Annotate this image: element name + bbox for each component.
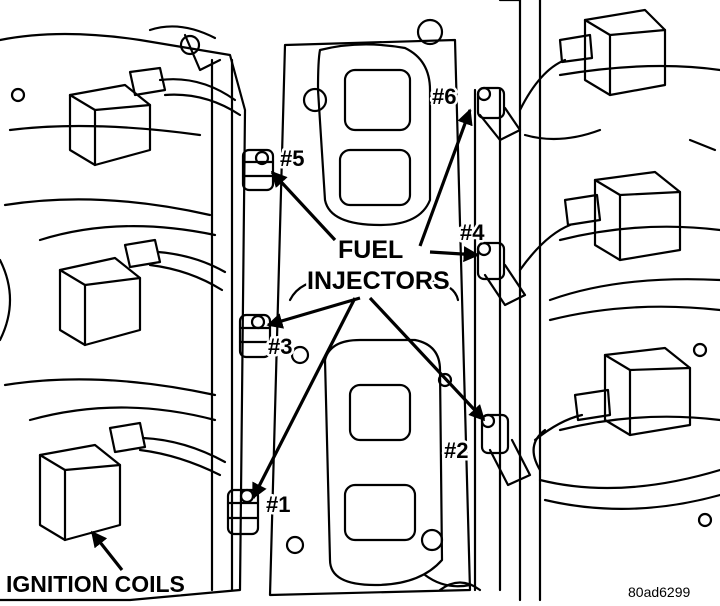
label-injector-5: #5	[280, 146, 304, 171]
label-ignition-coils: IGNITION COILS	[6, 571, 185, 597]
arrow-to-injector-3	[266, 296, 361, 329]
label-injector-3: #3	[268, 334, 292, 359]
arrow-to-injector-1	[251, 297, 357, 500]
figure-code: 80ad6299	[628, 584, 691, 600]
labels: #6 #5 #4 #3 #2 #1 FUEL INJECTORS IGNITIO…	[4, 82, 694, 603]
label-injectors: INJECTORS	[307, 267, 450, 295]
label-injector-6: #6	[432, 84, 456, 109]
label-fuel: FUEL	[338, 236, 403, 264]
label-injector-2: #2	[444, 438, 468, 463]
pointer-arrows	[90, 108, 486, 571]
label-injector-1: #1	[266, 492, 290, 517]
arrow-to-injector-2	[368, 296, 486, 422]
arrow-to-injector-5	[270, 170, 337, 242]
arrow-to-ignition-coil	[90, 530, 124, 571]
arrow-to-injector-6	[418, 108, 473, 247]
label-injector-4: #4	[460, 220, 485, 245]
arrow-to-injector-4	[429, 246, 480, 263]
